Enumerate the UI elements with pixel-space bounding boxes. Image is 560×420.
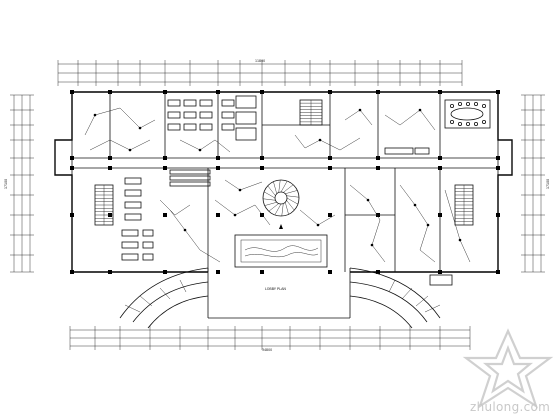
right-dimension-lines xyxy=(521,94,545,273)
staircase-upper-center xyxy=(299,99,323,126)
exterior-walls xyxy=(54,91,513,273)
bottom-dimension-lines xyxy=(69,326,471,350)
left-dimension-lines xyxy=(10,94,34,273)
left-total-dimension: 17100 xyxy=(4,179,8,189)
electrical-circuit-routes xyxy=(84,107,471,263)
right-total-dimension: 17100 xyxy=(546,179,550,189)
top-total-dimension: 11800 xyxy=(255,59,265,63)
upper-room-partitions xyxy=(109,92,441,158)
left-entrance-block xyxy=(54,139,73,176)
right-entrance-block xyxy=(497,139,513,176)
bottom-total-dimension: 34800 xyxy=(262,348,272,352)
top-dimension-lines xyxy=(57,60,463,86)
north-arrow-icon xyxy=(279,224,283,229)
structural-columns xyxy=(70,90,500,274)
staircase-right xyxy=(454,184,474,226)
lower-left-seating xyxy=(121,177,154,261)
watermark-text: zhulong.com xyxy=(470,400,551,414)
upper-left-furniture xyxy=(167,95,257,141)
lower-right-rooms xyxy=(345,168,453,286)
entrance-canopy xyxy=(119,267,441,329)
staircase-left xyxy=(94,184,114,226)
corridor-cabinets xyxy=(169,147,430,187)
main-corridor xyxy=(72,157,498,169)
central-lobby xyxy=(207,168,346,272)
lobby-caption: LOBBY PLAN xyxy=(265,287,286,291)
meeting-room-right xyxy=(444,99,491,129)
feature-pool xyxy=(234,234,328,268)
spiral-stair xyxy=(262,179,300,217)
